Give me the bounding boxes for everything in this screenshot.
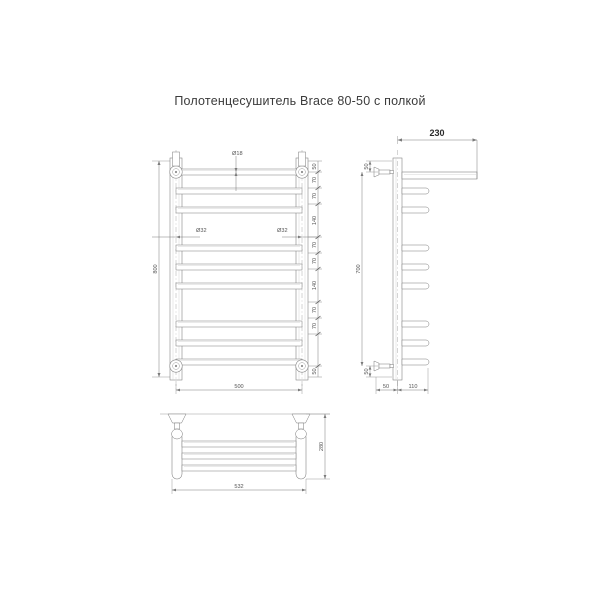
plan-end-posts [171,431,307,480]
side-rung [401,206,430,214]
callout-d18: Ø18 [232,151,243,191]
rung [175,358,303,366]
dim-base-110-label: 110 [409,384,418,390]
chain-label-5: 70 [312,258,318,264]
side-rung [401,244,430,252]
chain-label-9: 50 [312,368,318,374]
front-rungs [175,168,303,366]
side-rung [401,358,430,366]
plan-connectors [171,428,307,440]
rung [175,168,303,176]
plan-rail [181,440,297,448]
dim-shelf-depth: 230 [397,128,477,144]
dim-base-50-label: 50 [383,384,389,390]
connector [295,359,309,373]
side-rung [401,263,430,271]
chain-label-4: 70 [312,242,318,248]
dim-230-label: 230 [429,128,444,138]
rung [175,320,303,328]
dim-bottom-offset: 50 [364,365,392,378]
connector [169,359,183,373]
shelf-arm [401,140,478,180]
side-rung [401,187,430,195]
side-view-group: 230 50 700 [356,128,478,394]
chain-label-1: 70 [312,177,318,183]
plan-rail [181,464,297,472]
post-centerlines [175,150,303,390]
d32-left-label: Ø32 [196,228,207,234]
rung [175,263,303,271]
chain-label-3: 140 [312,216,318,225]
side-rung [401,339,430,347]
connector [169,165,183,179]
plan-rail [181,452,297,460]
dim-top-50-label: 50 [364,163,370,169]
callout-d32-left: Ø32 [152,228,207,239]
rung [175,187,303,195]
dim-base-chain: 50 110 [375,368,429,394]
rung [175,339,303,347]
side-rung [401,320,430,328]
dim-280-label: 280 [319,442,325,451]
chain-label-2: 70 [312,193,318,199]
dim-800-label: 800 [153,264,159,273]
side-rungs [401,187,430,366]
dim-500-label: 500 [234,384,243,390]
rung [175,244,303,252]
d18-label: Ø18 [232,151,243,157]
dim-532-label: 532 [234,484,243,490]
chain-label-8: 70 [312,323,318,329]
side-rung [401,282,430,290]
dim-700-label: 700 [356,264,362,273]
plan-view-group: 280 532 [160,413,330,494]
page-title: Полотенцесушитель Brace 80-50 с полкой [174,94,426,108]
rung [175,206,303,214]
dim-bottom-50-label: 50 [364,368,370,374]
rung [175,282,303,290]
plan-mount-cones [167,413,311,430]
top-mount-stubs [172,151,306,167]
connector [295,165,309,179]
dim-overall-height: 800 [153,161,161,377]
chain-label-7: 70 [312,307,318,313]
corner-connectors [169,165,309,373]
dim-overall-width: 500 [175,384,303,394]
dim-plan-depth: 280 [306,413,330,480]
dim-side-height: 700 [356,172,364,366]
dim-top-offset: 50 [364,160,392,173]
dim-chain-right: 50 70 70 140 70 70 140 70 70 50 [308,160,322,378]
chain-label-0: 50 [312,163,318,169]
plan-rails [181,440,297,472]
d32-right-label: Ø32 [277,228,288,234]
front-view-group: 800 [152,150,322,394]
dim-plan-width: 532 [171,479,307,494]
chain-label-6: 140 [312,281,318,290]
